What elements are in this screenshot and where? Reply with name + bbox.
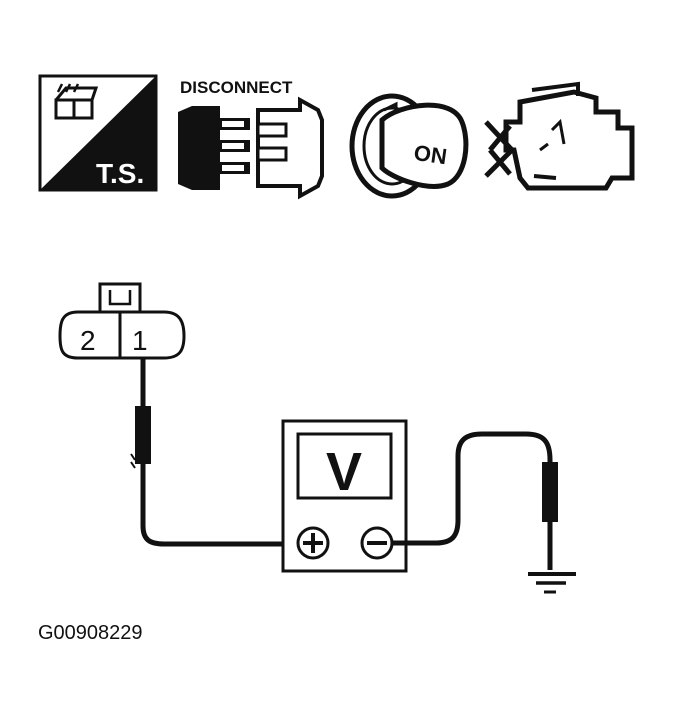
harness-connector: 2 1 (58, 282, 186, 360)
negative-terminal (360, 526, 394, 560)
connector-disconnect-icon: DISCONNECT (178, 78, 324, 200)
connector-pin-1: 1 (132, 325, 148, 356)
trouble-shooting-icon: T.S. (38, 74, 158, 192)
ignition-on-label: ON (412, 140, 448, 169)
ignition-key-icon: ON (349, 93, 469, 199)
voltmeter: V (281, 419, 408, 573)
voltmeter-label: V (326, 442, 362, 502)
ground-icon (528, 572, 576, 594)
connector-pin-2: 2 (80, 325, 96, 356)
negative-probe-lead (392, 431, 558, 570)
relay-box-icon (54, 83, 99, 120)
positive-terminal (296, 526, 330, 560)
ts-label: T.S. (96, 158, 144, 189)
engine-stopped-icon (484, 81, 635, 191)
positive-probe-lead (130, 358, 292, 547)
disconnect-label: DISCONNECT (180, 78, 293, 97)
figure-id: G00908229 (38, 622, 143, 644)
